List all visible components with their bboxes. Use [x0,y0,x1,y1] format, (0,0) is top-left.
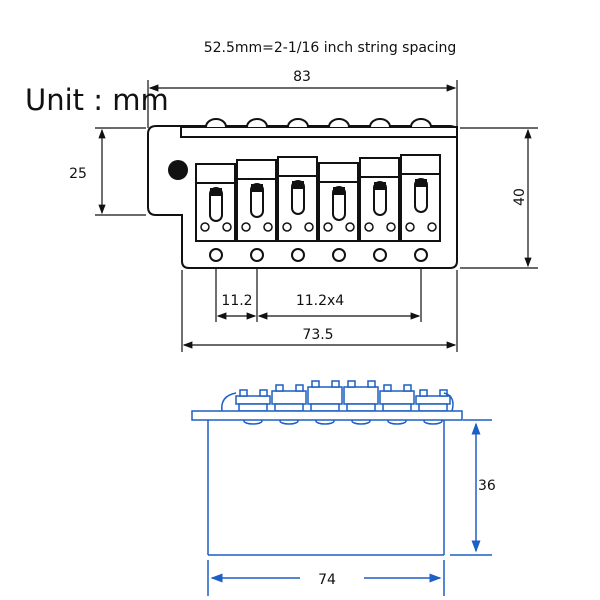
side-saddle-spring [418,403,448,412]
screw-head [210,188,222,196]
side-saddle-spring [274,403,304,412]
screw-hole [386,222,396,232]
side-saddle-spring [346,403,376,412]
side-screw [367,380,376,388]
saddle [195,118,236,262]
side-saddle-body [235,395,271,405]
string-hole [332,248,346,262]
dim-block-width: 74 [318,572,336,588]
side-screw [419,389,428,397]
screw-head [374,182,386,190]
dim-overall-height: 40 [512,188,528,206]
saddle [318,118,359,262]
screw-hole [364,222,374,232]
top-saddles [195,118,441,262]
side-saddle-spring [310,403,340,412]
mounting-hole [168,160,188,180]
dim-block-height: 36 [478,478,496,494]
screw-hole [405,222,415,232]
screw-head [333,187,345,195]
string-hook [369,118,391,128]
saddle-head [400,154,441,175]
side-saddle-body [415,395,451,405]
screw-hole [200,222,210,232]
saddle-head [277,156,318,177]
saddle-head [195,163,236,184]
string-hole [373,248,387,262]
side-screw [347,380,356,388]
string-hook [205,118,227,128]
side-plate-curve [221,392,237,412]
string-hole [209,248,223,262]
side-screw [275,384,284,392]
side-saddle-spring [382,403,412,412]
string-hole [250,248,264,262]
string-hole [414,248,428,262]
saddle [359,118,400,262]
saddle [400,118,441,262]
screw-hole [263,222,273,232]
side-saddle-body [271,390,307,405]
saddle-head [236,159,277,180]
screw-hole [304,222,314,232]
saddle [236,118,277,262]
side-screw [239,389,248,397]
dim-hole-span: 73.5 [302,327,333,343]
side-saddle-spring [238,403,268,412]
saddle-head [359,157,400,178]
side-plate-curve [443,392,454,412]
top-dimensions [95,80,538,352]
spacing-title: 52.5mm=2-1/16 inch string spacing [204,40,457,56]
screw-head [415,179,427,187]
string-hook [410,118,432,128]
side-screw [311,380,320,388]
saddle [277,118,318,262]
screw-hole [323,222,333,232]
screw-hole [222,222,232,232]
dim-overall-width: 83 [293,69,311,85]
string-hook [246,118,268,128]
dim-spacing-single: 11.2 [221,293,252,309]
string-hole [291,248,305,262]
side-screw [403,384,412,392]
string-hook [328,118,350,128]
side-saddle [271,384,307,425]
string-hook [287,118,309,128]
unit-label: Unit : mm [25,83,169,117]
screw-hole [345,222,355,232]
dim-plate-height: 25 [69,166,87,182]
screw-head [251,184,263,192]
side-screw [331,380,340,388]
side-screw [295,384,304,392]
side-base-plate [191,410,463,421]
saddle-head [318,162,359,183]
screw-head [292,181,304,189]
top-rail [180,126,458,138]
side-screw [259,389,268,397]
side-saddle-body [343,386,379,405]
side-view [191,380,492,596]
screw-hole [241,222,251,232]
side-saddle-body [379,390,415,405]
side-screw [383,384,392,392]
dim-spacing-multi: 11.2x4 [296,293,344,309]
screw-hole [427,222,437,232]
side-screw [439,389,448,397]
screw-hole [282,222,292,232]
side-saddle-body [307,386,343,405]
